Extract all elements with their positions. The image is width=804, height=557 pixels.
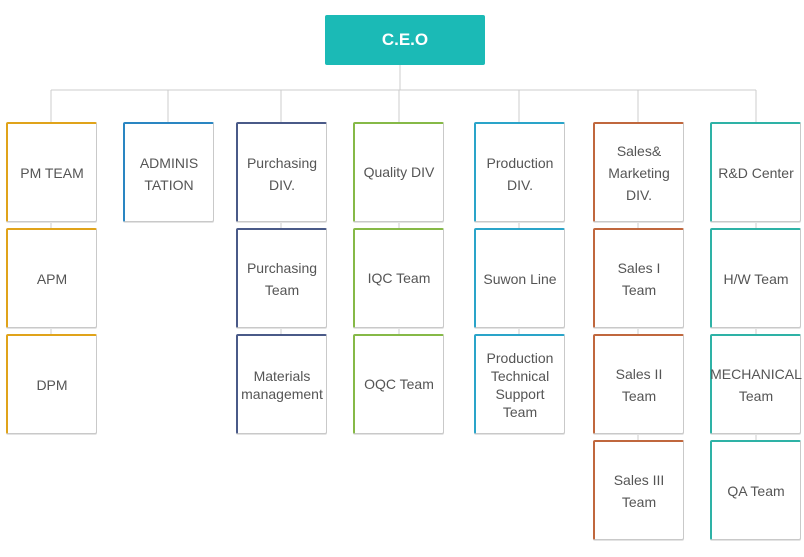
team-purchasing: Purchasing Team [236, 228, 327, 328]
division-production: Production DIV. [474, 122, 565, 222]
division-administration: ADMINIS TATION [123, 122, 214, 222]
team-dpm: DPM [6, 334, 97, 434]
division-label: PM TEAM [20, 164, 84, 181]
team-label: APM [36, 270, 68, 287]
team-qa: QA Team [710, 440, 801, 540]
team-oqc: OQC Team [353, 334, 444, 434]
division-label: R&D Center [718, 164, 794, 181]
team-label: Production Technical Support Team [486, 349, 554, 420]
division-label: Quality DIV [363, 164, 435, 180]
team-sales-1: Sales I Team [593, 228, 684, 328]
team-apm: APM [6, 228, 97, 328]
team-production-technical-support: Production Technical Support Team [474, 334, 565, 434]
division-rnd-center: R&D Center [710, 122, 801, 222]
division-label: ADMINIS TATION [139, 155, 199, 193]
team-label: DPM [36, 376, 68, 393]
team-label: IQC Team [367, 270, 431, 286]
team-label: Purchasing Team [246, 259, 318, 298]
ceo-label: C.E.O [381, 30, 429, 49]
division-pm-team: PM TEAM [6, 122, 97, 222]
team-mechanical: MECHANICAL Team [710, 334, 802, 434]
team-label: Sales I Team [617, 259, 661, 298]
team-label: Sales II Team [615, 365, 663, 404]
team-sales-2: Sales II Team [593, 334, 684, 434]
team-label: Sales III Team [613, 471, 665, 510]
division-purchasing: Purchasing DIV. [236, 122, 327, 222]
team-label: Materials management [241, 367, 323, 402]
team-hw: H/W Team [710, 228, 801, 328]
team-iqc: IQC Team [353, 228, 444, 328]
team-suwon-line: Suwon Line [474, 228, 565, 328]
team-label: OQC Team [364, 376, 434, 392]
division-sales-marketing: Sales& Marketing DIV. [593, 122, 684, 222]
team-sales-3: Sales III Team [593, 440, 684, 540]
division-label: Production DIV. [486, 155, 554, 193]
team-label: QA Team [727, 482, 785, 499]
division-label: Sales& Marketing DIV. [608, 142, 670, 203]
team-materials-management: Materials management [236, 334, 327, 434]
division-quality: Quality DIV [353, 122, 444, 222]
team-label: Suwon Line [483, 270, 557, 287]
team-label: H/W Team [723, 270, 789, 287]
team-label: MECHANICAL Team [710, 365, 802, 404]
division-label: Purchasing DIV. [246, 155, 318, 193]
ceo-box: C.E.O [325, 15, 485, 65]
